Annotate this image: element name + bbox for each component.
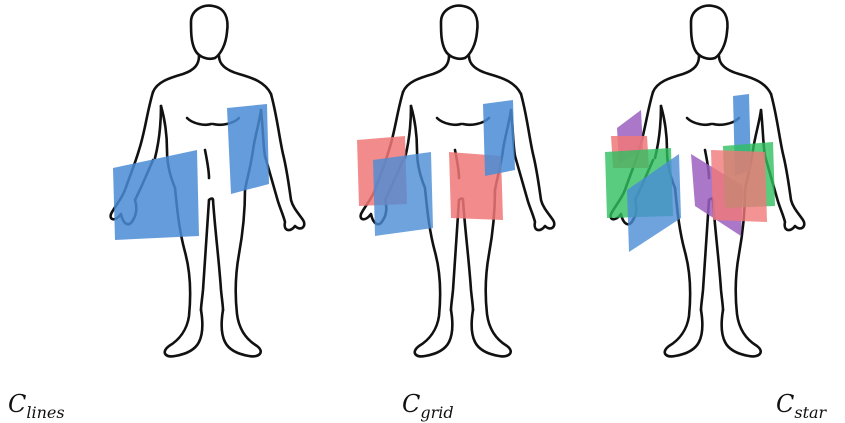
plane-group: [605, 94, 775, 252]
caption-lines-sub: lines: [26, 403, 64, 422]
figure-star: [595, 0, 835, 380]
plane-group: [357, 100, 515, 236]
caption-grid-main: C: [402, 390, 420, 418]
caption-lines-main: C: [8, 390, 26, 418]
figure-lines: [95, 0, 335, 380]
plane-red-2: [711, 150, 767, 222]
plane-group: [113, 104, 269, 240]
caption-star-main: C: [776, 390, 794, 418]
caption-grid: Cgrid: [402, 392, 454, 421]
plane-blue-2: [227, 104, 269, 194]
caption-star-sub: star: [794, 403, 826, 422]
plane-blue-1: [373, 152, 433, 236]
human-figure-star-illustration: [595, 0, 835, 380]
human-figure-grid-illustration: [345, 0, 585, 380]
plane-blue-2: [483, 100, 515, 176]
figure-grid: [345, 0, 585, 380]
human-figure-lines-illustration: [95, 0, 335, 380]
caption-lines: Clines: [8, 392, 65, 421]
plane-blue-1: [113, 150, 199, 240]
caption-grid-sub: grid: [420, 403, 453, 422]
caption-star: Cstar: [776, 392, 826, 421]
